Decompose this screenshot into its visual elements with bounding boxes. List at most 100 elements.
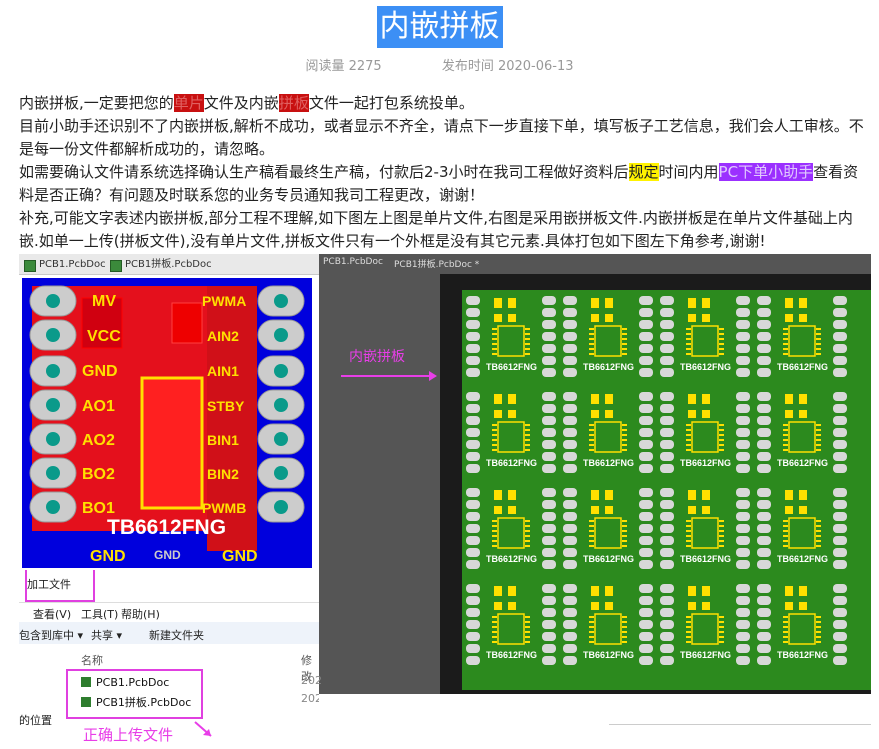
panel-unit: TB6612FNG (466, 296, 556, 377)
article-body: 内嵌拼板,一定要把您的单片文件及内嵌拼板文件一起打包系统投单。 目前小助手还识别… (19, 92, 869, 253)
pin-label: BIN2 (207, 466, 239, 482)
text: 如需要确认文件请系统选择确认生产稿看最终生产稿，付款后2-3小时在我司工程做好资… (19, 163, 629, 181)
panel-chip-label: TB6612FNG (680, 362, 731, 372)
highlight: PC下单小助手 (718, 163, 814, 181)
pin-label: PWMB (202, 500, 246, 516)
pin-label: GND (82, 363, 118, 380)
panel-unit: TB6612FNG (466, 584, 556, 665)
read-count: 阅读量 2275 (305, 59, 382, 74)
location-label: 的位置 (19, 714, 52, 727)
pin-label: STBY (207, 398, 245, 414)
panel-chip-label: TB6612FNG (680, 458, 731, 468)
panel-chip-label: TB6612FNG (486, 458, 537, 468)
panel-chip-label: TB6612FNG (777, 458, 828, 468)
panel-unit: TB6612FNG (660, 488, 750, 569)
highlight: 拼板 (278, 94, 309, 112)
highlight-box (25, 570, 95, 602)
panel-chip-label: TB6612FNG (680, 650, 731, 660)
pin-label: BO2 (82, 466, 115, 483)
pcb-file-icon (110, 260, 122, 272)
highlight-box (66, 669, 203, 719)
date-cell: 202 (301, 692, 322, 705)
panel-unit: TB6612FNG (757, 584, 847, 665)
date-cell: 202 (301, 674, 322, 687)
paragraph-3: 如需要确认文件请系统选择确认生产稿看最终生产稿，付款后2-3小时在我司工程做好资… (19, 161, 869, 207)
menu-tools[interactable]: 工具(T) (81, 608, 119, 621)
panel-unit: TB6612FNG (660, 392, 750, 473)
tab-pcb1-panel[interactable]: PCB1拼板.PcbDoc (105, 257, 212, 273)
include-library-button[interactable]: 包含到库中 ▾ (19, 629, 84, 642)
title-container: 内嵌拼板 (0, 6, 879, 48)
pin-label: AO2 (82, 432, 115, 449)
pin-label: BIN1 (207, 432, 239, 448)
tab-label: PCB1拼板.PcbDoc (125, 259, 212, 270)
left-tab-bar: PCB1.PcbDoc PCB1拼板.PcbDoc (19, 254, 319, 275)
panel-tab-2[interactable]: PCB1拼板.PcbDoc * (394, 260, 480, 270)
text: 文件一起打包系统投单。 (308, 94, 474, 112)
panel-chip-label: TB6612FNG (680, 554, 731, 564)
panel-chip-label: TB6612FNG (583, 554, 634, 564)
pin-label: AIN1 (207, 363, 239, 379)
file-name: PCB1拼板.PcbDoc (96, 696, 192, 709)
panel-unit: TB6612FNG (466, 488, 556, 569)
column-modified[interactable]: 修改 (301, 654, 312, 683)
panel-chip-label: TB6612FNG (486, 554, 537, 564)
highlight: 规定 (628, 163, 659, 181)
panel-tab-bar: PCB1.PcbDoc PCB1拼板.PcbDoc * (319, 254, 871, 272)
share-button[interactable]: 共享 ▾ (91, 629, 123, 642)
panel-unit: TB6612FNG (757, 488, 847, 569)
panel-chip-label: TB6612FNG (583, 362, 634, 372)
highlight: 单片 (173, 94, 204, 112)
text: 查看资料是否正确？有问题及时联系您的业务专员通知我司工程更改，谢谢！ (19, 163, 859, 204)
gnd-label: GND (222, 548, 258, 565)
panel-chip-label: TB6612FNG (486, 362, 537, 372)
panel-unit: TB6612FNG (660, 296, 750, 377)
new-folder-button[interactable]: 新建文件夹 (149, 629, 204, 642)
panel-tab-1[interactable]: PCB1.PcbDoc (323, 257, 383, 267)
panel-chip-label: TB6612FNG (777, 554, 828, 564)
file-row-pcb1[interactable]: PCB1.PcbDoc (81, 676, 169, 689)
paragraph-1: 内嵌拼板,一定要把您的单片文件及内嵌拼板文件一起打包系统投单。 (19, 92, 869, 115)
pin-label: MV (92, 293, 116, 310)
text: 内嵌拼板,一定要把您的 (19, 94, 174, 112)
column-name[interactable]: 名称 (81, 654, 103, 667)
lower-right-area (319, 694, 871, 749)
tab-pcb1[interactable]: PCB1.PcbDoc (19, 257, 106, 273)
spreadsheet-grid (609, 724, 871, 749)
meta-bar: 阅读量 2275 发布时间 2020-06-13 (0, 55, 879, 74)
panel-unit: TB6612FNG (466, 392, 556, 473)
text: 时间内用 (658, 163, 719, 181)
single-pcb-graphic: MV VCC GND AO1 AO2 BO2 BO1 PWMA AIN2 AIN… (29, 285, 305, 565)
panel-unit: TB6612FNG (757, 296, 847, 377)
panel-unit: TB6612FNG (563, 392, 653, 473)
gnd-label: GND (90, 548, 126, 565)
page-title: 内嵌拼板 (376, 6, 503, 48)
file-row-pcb1-panel[interactable]: PCB1拼板.PcbDoc (81, 694, 191, 710)
paragraph-4: 补充,可能文字表述内嵌拼板,部分工程不理解,如下图左上图是单片文件,右图是采用嵌… (19, 209, 853, 250)
file-explorer: 加工文件 查看(V) 工具(T) 帮助(H) 包含到库中 ▾ 共享 ▾ 新建文件… (19, 570, 322, 749)
pcb-file-icon (24, 260, 36, 272)
file-name: PCB1.PcbDoc (96, 676, 170, 689)
menu-view[interactable]: 查看(V) (33, 608, 72, 621)
pin-label: VCC (87, 328, 121, 345)
panel-board: TB6612FNG TB6612FNG TB6612FNG TB6612FNG TB66… (440, 274, 871, 700)
gnd-label: GND (154, 548, 181, 562)
panel-unit: TB6612FNG (563, 584, 653, 665)
menu-help[interactable]: 帮助(H) (121, 608, 160, 621)
pin-label: AO1 (82, 398, 115, 415)
pin-label: PWMA (202, 293, 246, 309)
panel-board-graphic: TB6612FNG TB6612FNG TB6612FNG TB6612FNG TB66… (462, 290, 871, 690)
panel-chip-label: TB6612FNG (583, 650, 634, 660)
panel-chip-label: TB6612FNG (777, 362, 828, 372)
panel-unit: TB6612FNG (757, 392, 847, 473)
divider (19, 602, 319, 603)
upload-annotation: 正确上传文件 (83, 726, 174, 744)
panel-chip-label: TB6612FNG (486, 650, 537, 660)
pcb-file-icon (81, 677, 91, 687)
paragraph-2: 目前小助手还识别不了内嵌拼板,解析不成功，或者显示不齐全，请点下一步直接下单，填… (19, 117, 864, 158)
arrow-icon (194, 721, 212, 737)
pcb-file-icon (81, 697, 91, 707)
add-file-label[interactable]: 加工文件 (27, 578, 71, 591)
panel-chip-label: TB6612FNG (777, 650, 828, 660)
